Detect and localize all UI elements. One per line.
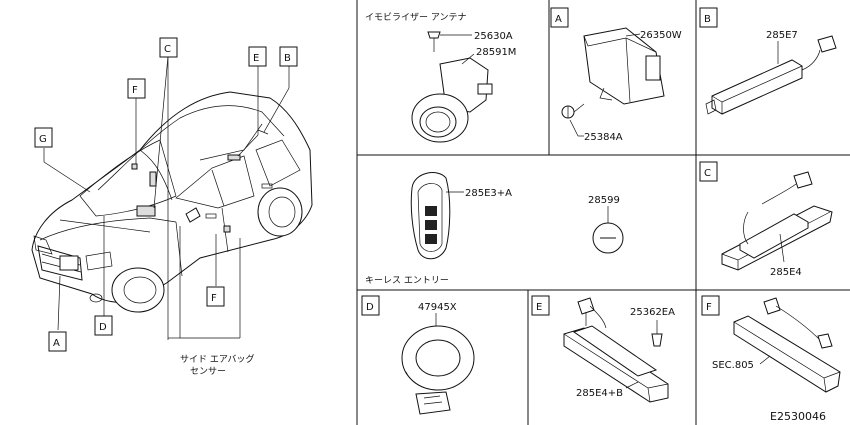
panel-d-part: 47945X <box>418 302 457 313</box>
callout-a-label: A <box>53 338 60 349</box>
callout-e: E <box>248 46 267 67</box>
panel-d: D 47945X <box>361 295 475 415</box>
vehicle-illustration <box>31 91 313 313</box>
panel-e: E 25362EA 285E4+B <box>531 295 675 403</box>
callout-f-lower: F <box>206 286 225 307</box>
panel-f-ref: SEC.805 <box>712 360 754 371</box>
keyless-fob-part: 285E3+A <box>465 188 512 199</box>
panel-e-clip-part: 25362EA <box>630 307 675 318</box>
side-airbag-sensor-label-1: サイド エアバッグ <box>180 353 255 365</box>
grid-frame <box>356 0 850 425</box>
panel-c-part: 285E4 <box>770 267 802 278</box>
immobilizer-title: イモビライザー アンテナ <box>365 12 467 23</box>
panel-c: C 285E4 <box>699 161 833 278</box>
panel-f-label: F <box>706 302 712 313</box>
immobilizer-antenna-part: 28591M <box>476 47 516 58</box>
panel-b: B 285E7 <box>699 7 837 115</box>
panel-keyless: 285E3+A 28599 キーレス エントリー <box>365 172 624 286</box>
callout-a: A <box>48 331 67 352</box>
callout-f-lower-label: F <box>211 293 217 304</box>
panel-immobilizer: イモビライザー アンテナ 25630A 28591M <box>365 12 516 143</box>
panel-e-antenna-part: 285E4+B <box>576 388 623 399</box>
callout-f-upper: F <box>127 78 146 99</box>
callout-b: B <box>279 46 298 67</box>
callout-b-label: B <box>284 53 291 64</box>
callout-c: C <box>159 37 178 58</box>
callout-g: G <box>34 127 53 148</box>
callout-d: D <box>94 315 113 336</box>
panel-b-label: B <box>704 14 711 25</box>
panel-b-part: 285E7 <box>766 30 798 41</box>
panel-a: A 26350W 25384A <box>550 7 682 143</box>
panel-e-label: E <box>536 302 542 313</box>
panel-a-unit-part: 26350W <box>640 30 682 41</box>
keyless-title: キーレス エントリー <box>365 276 449 286</box>
panel-c-label: C <box>704 168 711 179</box>
callout-g-label: G <box>39 134 47 145</box>
callout-d-label: D <box>99 322 107 333</box>
callout-e-label: E <box>253 53 259 64</box>
panel-d-label: D <box>366 302 374 313</box>
diagram-code: E2530046 <box>770 410 826 423</box>
side-airbag-sensor-label-2: センサー <box>190 366 226 377</box>
panel-a-clip-part: 25384A <box>584 132 623 143</box>
callout-f-upper-label: F <box>132 85 138 96</box>
immobilizer-screw-part: 25630A <box>474 31 513 42</box>
keyless-battery-part: 28599 <box>588 195 620 206</box>
leader-lines <box>43 55 290 340</box>
panel-f: F SEC.805 <box>701 295 841 393</box>
panel-a-label: A <box>555 14 562 25</box>
callout-c-label: C <box>164 44 171 55</box>
